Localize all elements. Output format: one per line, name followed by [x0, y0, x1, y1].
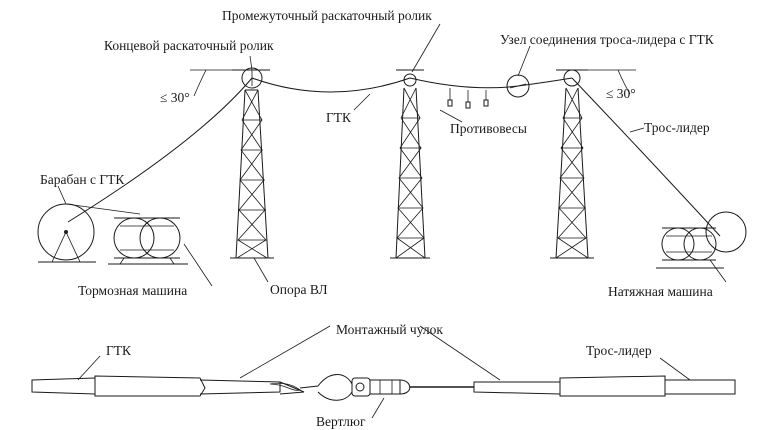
leader-brake-machine: [183, 243, 213, 287]
roller-icon: [563, 69, 581, 87]
label-counterweights: Противовесы: [450, 121, 527, 136]
leader-swivel: [371, 397, 385, 419]
leader-joint-label: [517, 45, 531, 77]
gtk-cable-span-1: [251, 77, 411, 93]
leader-gtk-top: [353, 93, 371, 111]
label-tension-machine: Натяжная машина: [608, 284, 713, 299]
leader-tension-machine: [709, 259, 727, 283]
leader-drum: [57, 185, 67, 205]
leader-leader-rope: [629, 127, 645, 133]
leader-gtk-bottom: [77, 355, 101, 381]
tower-left: [230, 67, 274, 259]
label-mounting-sock: Монтажный чулок: [336, 322, 443, 337]
label-gtk-bottom: ГТК: [106, 343, 132, 358]
counterweights-group: [447, 88, 489, 109]
tower-right: [550, 69, 594, 259]
label-swivel: Вертлюг: [316, 414, 366, 429]
roller-icon: [403, 73, 417, 87]
label-angle-left: ≤ 30°: [160, 90, 190, 105]
label-drum: Барабан с ГТК: [40, 172, 125, 187]
tower-middle: [390, 69, 430, 259]
label-gtk-top: ГТК: [326, 110, 352, 125]
tension-machine-icon: [656, 211, 747, 269]
leader-rope-bottom: [659, 357, 691, 381]
label-leader-rope-bottom: Трос-лидер: [586, 343, 652, 358]
leader-rope-right-descent: [571, 77, 721, 237]
label-brake-machine: Тормозная машина: [78, 283, 187, 298]
label-vl-support: Опора ВЛ: [270, 282, 328, 297]
leader-sock-right: [419, 325, 501, 381]
label-end-roller: Концевой раскаточный ролик: [104, 38, 274, 53]
label-leader-joint: Узел соединения троса-лидера с ГТК: [500, 32, 715, 47]
leader-end-roller: [249, 55, 253, 71]
leader-sock-left: [239, 325, 331, 379]
angle-right-arc: [617, 69, 631, 95]
leader-intermediate-roller: [411, 23, 441, 73]
label-intermediate-roller: Промежуточный раскаточный ролик: [222, 8, 432, 23]
drum-icon: [37, 203, 141, 263]
leader-vl-support: [253, 257, 269, 283]
gtk-cable-left-descent: [67, 77, 253, 223]
leader-rope-span: [517, 77, 573, 87]
label-angle-right: ≤ 30°: [606, 86, 636, 101]
leader-counterweights: [439, 109, 463, 123]
swivel-icon: [351, 377, 411, 397]
sock-assembly: [31, 374, 736, 401]
brake-machine-icon: [108, 217, 188, 265]
gtk-cable-span-2: [409, 77, 519, 89]
angle-left-arc: [193, 69, 207, 97]
label-leader-rope: Трос-лидер: [644, 120, 710, 135]
